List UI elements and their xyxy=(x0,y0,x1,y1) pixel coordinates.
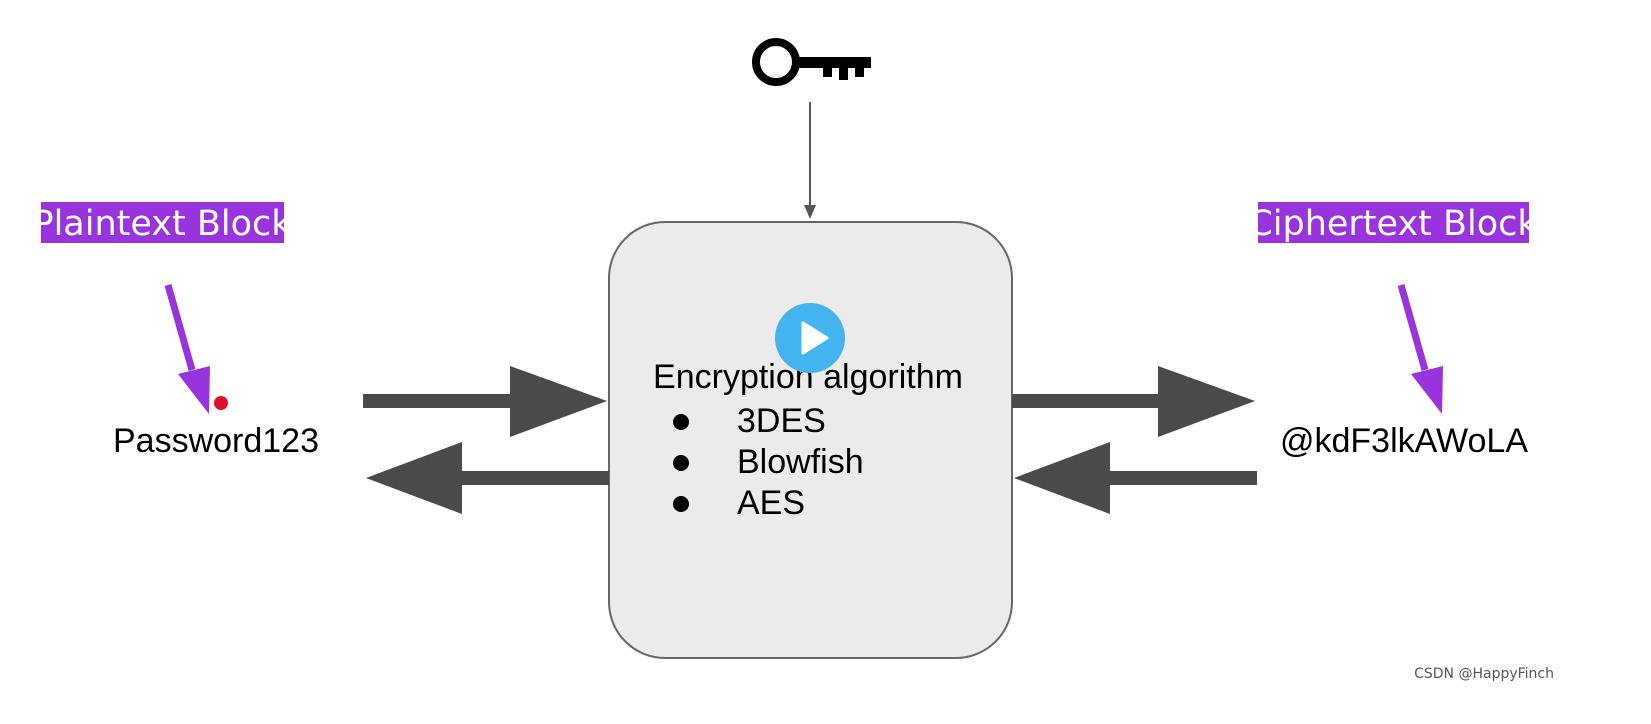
plaintext-block-label-text: Plaintext Block xyxy=(32,204,292,244)
ciphertext-to-algorithm-arrow xyxy=(1014,442,1257,514)
algorithm-to-ciphertext-arrow xyxy=(1012,366,1255,437)
key-to-algorithm-arrow xyxy=(804,102,816,219)
key-icon xyxy=(752,38,871,86)
plaintext-block-label: Plaintext Block xyxy=(32,202,292,244)
list-bullet xyxy=(673,414,689,430)
plaintext-pointer-arrow xyxy=(164,284,210,414)
marker-dot xyxy=(214,396,228,410)
play-triangle-icon xyxy=(801,321,829,355)
ciphertext-value: @kdF3lkAWoLA xyxy=(1280,422,1528,460)
algorithm-to-plaintext-arrow xyxy=(366,442,609,514)
plaintext-to-algorithm-arrow xyxy=(363,366,607,437)
watermark: CSDN @HappyFinch xyxy=(1414,666,1554,682)
ciphertext-pointer-arrow xyxy=(1397,284,1443,414)
ciphertext-block-label: Ciphertext Block xyxy=(1248,202,1538,244)
algorithm-list: 3DES Blowfish AES xyxy=(673,402,864,522)
algorithm-item-blowfish: Blowfish xyxy=(737,443,864,481)
algorithm-item-aes: AES xyxy=(737,484,805,522)
algorithm-box xyxy=(608,221,1013,659)
plaintext-value: Password123 xyxy=(113,422,319,460)
ciphertext-block-label-text: Ciphertext Block xyxy=(1248,204,1538,244)
list-bullet xyxy=(673,455,689,471)
list-bullet xyxy=(673,496,689,512)
play-button[interactable] xyxy=(775,303,845,373)
algorithm-item-3des: 3DES xyxy=(737,402,826,440)
